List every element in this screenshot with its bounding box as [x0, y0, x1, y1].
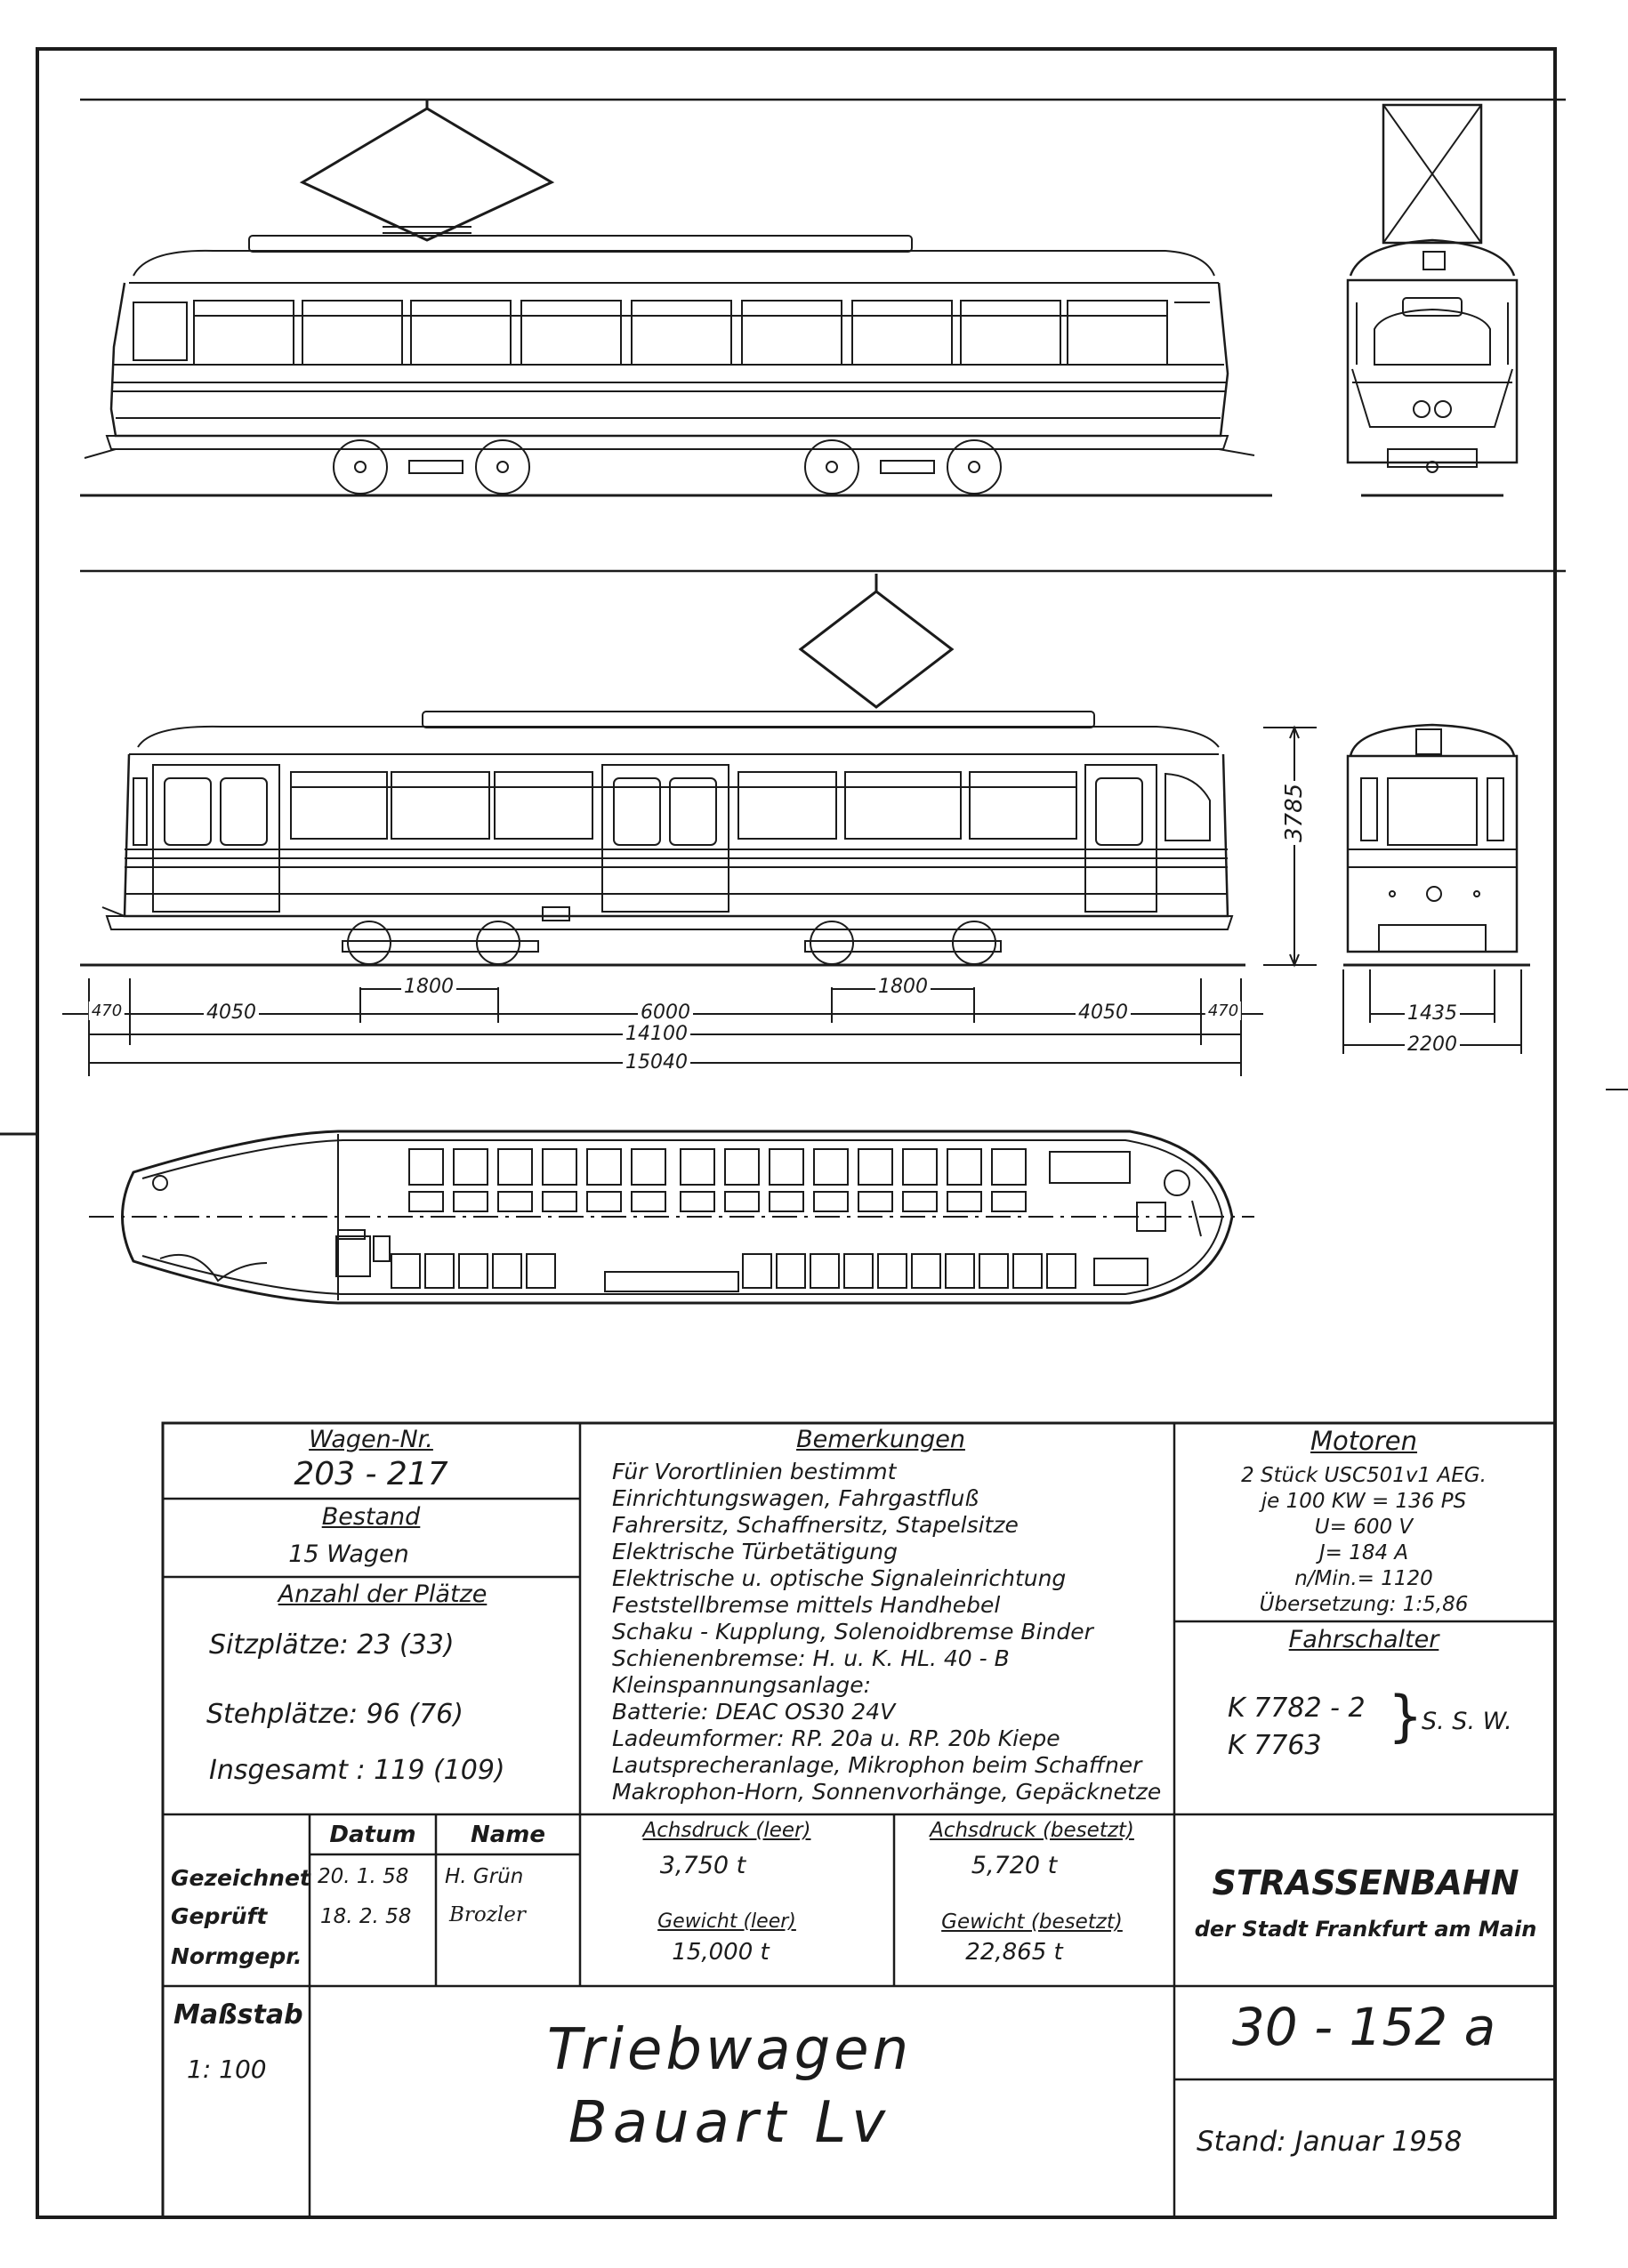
dim-bogie-left: 1800: [401, 976, 456, 998]
signoff-row1-label: Gezeichnet: [171, 1865, 310, 1891]
dim-total-length: 15040: [623, 1051, 690, 1074]
achsdruck-leer-label: Achsdruck (leer): [642, 1819, 811, 1842]
side-view-top: [80, 98, 1566, 497]
bestand-value: 15 Wagen: [288, 1540, 409, 1568]
gewicht-besetzt-label: Gewicht (besetzt): [941, 1910, 1123, 1934]
signoff-row2-name: Brozler: [449, 1903, 526, 1926]
gewicht-leer-label: Gewicht (leer): [657, 1910, 796, 1933]
remark-line: Schaku - Kupplung, Solenoidbremse Binder: [612, 1619, 1093, 1645]
signoff-row2-label: Geprüft: [171, 1903, 268, 1929]
motor-line: J= 184 A: [1318, 1541, 1409, 1564]
stand-date: Stand: Januar 1958: [1197, 2126, 1463, 2158]
motor-line: Übersetzung: 1:5,86: [1259, 1593, 1469, 1616]
signoff-row1-datum: 20. 1. 58: [318, 1865, 409, 1888]
wagen-number: 203 - 217: [294, 1456, 448, 1492]
company-name: STRASSENBAHN: [1212, 1863, 1519, 1902]
gewicht-besetzt-value: 22,865 t: [965, 1939, 1063, 1966]
dim-pivot-distance: 14100: [623, 1023, 690, 1045]
dim-seg-left: 4050: [204, 1001, 259, 1024]
remark-line: Ladeumformer: RP. 20a u. RP. 20b Kiepe: [612, 1725, 1060, 1751]
remark-line: Elektrische u. optische Signaleinrichtun…: [612, 1565, 1067, 1591]
signoff-row3-label: Normgepr.: [171, 1943, 302, 1969]
drawing-title-line-1: Triebwagen: [546, 2017, 913, 2083]
remark-line: Fahrersitz, Schaffnersitz, Stapelsitze: [612, 1512, 1019, 1538]
drawing-title-line-2: Bauart Lv: [568, 2090, 891, 2156]
remark-line: Feststellbremse mittels Handhebel: [612, 1592, 1001, 1618]
fahrschalter-heading: Fahrschalter: [1288, 1626, 1439, 1653]
dim-bogie-right: 1800: [875, 976, 931, 998]
remark-line: Einrichtungswagen, Fahrgastfluß: [612, 1485, 979, 1511]
gewicht-leer-value: 15,000 t: [672, 1939, 770, 1966]
sitzplaetze: Sitzplätze: 23 (33): [209, 1629, 455, 1661]
remark-line: Für Vorortlinien bestimmt: [612, 1459, 897, 1484]
motoren-heading: Motoren: [1310, 1426, 1418, 1456]
motor-line: je 100 KW = 136 PS: [1261, 1490, 1467, 1513]
signoff-row1-name: H. Grün: [445, 1865, 524, 1888]
motor-line: 2 Stück USC501v1 AEG.: [1241, 1464, 1487, 1487]
achsdruck-besetzt-label: Achsdruck (besetzt): [930, 1819, 1134, 1842]
massstab-label: Maßstab: [173, 1999, 303, 2031]
bemerkungen-heading: Bemerkungen: [796, 1426, 965, 1453]
dim-overhang-right: 470: [1205, 1001, 1242, 1020]
remark-line: Batterie: DEAC OS30 24V: [612, 1699, 896, 1725]
dim-gauge: 1435: [1405, 1002, 1460, 1025]
fahrschalter-code-2: K 7763: [1228, 1730, 1322, 1761]
fahrschalter-brace: }: [1388, 1684, 1423, 1749]
remark-line: Lautsprecheranlage, Mikrophon beim Schaf…: [612, 1752, 1142, 1778]
dim-seg-mid: 6000: [638, 1001, 693, 1024]
insgesamt: Insgesamt : 119 (109): [209, 1755, 505, 1786]
remark-line: Makrophon-Horn, Sonnenvorhänge, Gepäckne…: [612, 1779, 1162, 1805]
motoren-specs: 2 Stück USC501v1 AEG. je 100 KW = 136 PS…: [1241, 1463, 1487, 1618]
bestand-heading: Bestand: [321, 1503, 421, 1531]
dim-height: 3785: [1281, 780, 1308, 845]
rear-view-bottom: [1342, 723, 1530, 1054]
signoff-col-datum: Datum: [329, 1822, 416, 1848]
dim-seg-right: 4050: [1076, 1001, 1131, 1024]
wagen-nr-heading: Wagen-Nr.: [309, 1426, 433, 1453]
remark-line: Elektrische Türbetätigung: [612, 1539, 898, 1564]
signoff-col-name: Name: [470, 1822, 546, 1848]
floor-plan: [89, 1130, 1254, 1305]
stehplaetze: Stehplätze: 96 (76): [206, 1699, 463, 1730]
motor-line: n/Min.= 1120: [1294, 1567, 1433, 1590]
dim-overhang-left: 470: [88, 1001, 125, 1020]
front-view-top: [1346, 103, 1519, 497]
achsdruck-besetzt-value: 5,720 t: [971, 1852, 1058, 1879]
fahrschalter-maker: S. S. W.: [1422, 1708, 1512, 1735]
company-city: der Stadt Frankfurt am Main: [1194, 1917, 1537, 1942]
signoff-row2-datum: 18. 2. 58: [320, 1905, 412, 1928]
fahrschalter-code-1: K 7782 - 2: [1228, 1693, 1366, 1724]
achsdruck-leer-value: 3,750 t: [659, 1852, 746, 1879]
massstab-value: 1: 100: [187, 2055, 267, 2084]
side-view-bottom: [80, 569, 1566, 968]
drawing-number: 30 - 152 a: [1231, 1997, 1496, 2057]
motor-line: U= 600 V: [1314, 1516, 1414, 1539]
plaetze-heading: Anzahl der Plätze: [278, 1580, 488, 1608]
title-block-grid: [161, 1421, 1557, 2219]
bemerkungen-list: Für Vorortlinien bestimmt Einrichtungswa…: [612, 1459, 1161, 1806]
remark-line: Kleinspannungsanlage:: [612, 1672, 872, 1698]
dim-width: 2200: [1405, 1033, 1460, 1056]
remark-line: Schienenbremse: H. u. K. HL. 40 - B: [612, 1645, 1010, 1671]
